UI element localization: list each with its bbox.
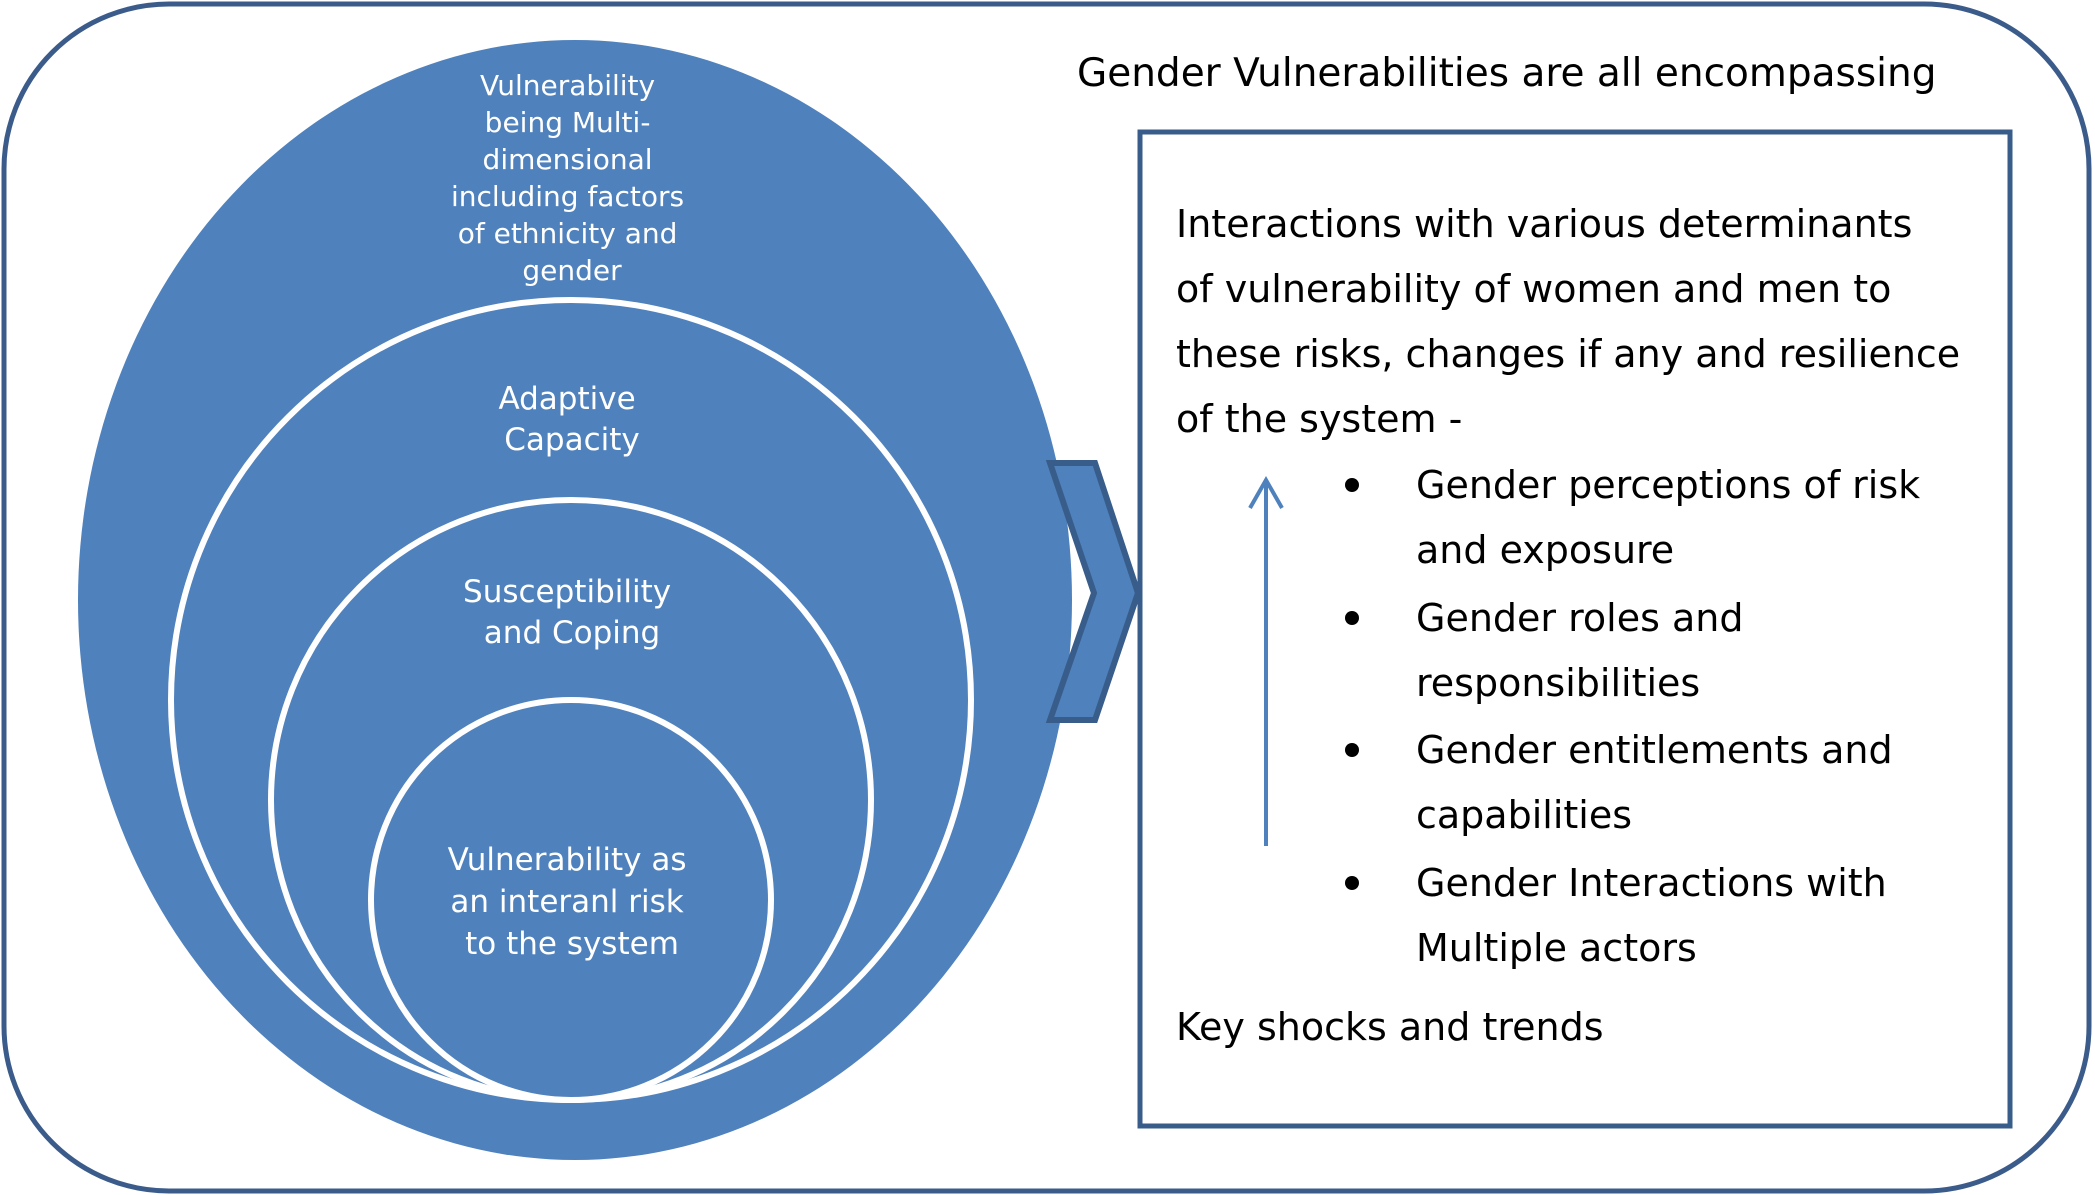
outer-label-line: including factors — [451, 180, 684, 213]
bullet-line: Gender roles and — [1416, 596, 1743, 640]
bullet-item: Gender perceptions of risk and exposure — [1416, 463, 1932, 572]
diagram-heading: Gender Vulnerabilities are all encompass… — [1077, 51, 1937, 96]
bullet-line: Gender perceptions of risk — [1416, 463, 1920, 507]
adaptive-capacity-label: Adaptive Capacity — [498, 381, 645, 458]
outer-label-line: of ethnicity and — [458, 217, 678, 250]
internal-risk-circle — [368, 697, 774, 1103]
intro-line: of vulnerability of women and men to — [1176, 267, 1891, 311]
box-footer: Key shocks and trends — [1176, 1005, 1604, 1049]
outer-label-line: gender — [522, 254, 622, 287]
bullet-dot-icon — [1345, 876, 1359, 890]
susceptibility-label-line: Susceptibility — [463, 574, 671, 610]
bullet-dot-icon — [1345, 743, 1359, 757]
determinants-box — [1137, 129, 2013, 1129]
bullet-line: and exposure — [1416, 528, 1674, 572]
bullet-dot-icon — [1345, 611, 1359, 625]
bullet-item: Gender entitlements and capabilities — [1416, 728, 1905, 837]
internal-risk-label: Vulnerability as an interanl risk to the… — [448, 842, 697, 962]
susceptibility-label-line: and Coping — [484, 615, 660, 651]
outer-label-line: being Multi- — [485, 106, 651, 139]
outer-label-line: dimensional — [483, 143, 653, 176]
bullet-line: capabilities — [1416, 793, 1632, 837]
bullet-line: Gender entitlements and — [1416, 728, 1893, 772]
outer-label-line: Vulnerability — [480, 69, 655, 102]
outer-circle-label: Vulnerability being Multi- dimensional i… — [451, 69, 693, 287]
susceptibility-coping-label: Susceptibility and Coping — [463, 574, 681, 651]
bullet-line: Multiple actors — [1416, 926, 1697, 970]
arrow-up-head-icon — [1248, 475, 1284, 509]
bullet-line: responsibilities — [1416, 661, 1700, 705]
adaptive-label-line: Capacity — [504, 422, 639, 458]
internal-risk-label-line: to the system — [465, 926, 679, 962]
bullet-dot-icon — [1345, 478, 1359, 492]
internal-risk-label-line: Vulnerability as — [448, 842, 687, 878]
intro-line: of the system - — [1176, 397, 1462, 441]
chevron-right-icon — [1045, 460, 1142, 723]
bullet-item: Gender Interactions with Multiple actors — [1416, 861, 1899, 970]
intro-line: these risks, changes if any and resilien… — [1176, 332, 1960, 376]
box-intro: Interactions with various determinants o… — [1176, 202, 1972, 441]
internal-risk-label-line: an interanl risk — [450, 884, 683, 920]
bullet-line: Gender Interactions with — [1416, 861, 1887, 905]
intro-line: Interactions with various determinants — [1176, 202, 1912, 246]
adaptive-label-line: Adaptive — [498, 381, 635, 417]
bullet-item: Gender roles and responsibilities — [1416, 596, 1756, 705]
